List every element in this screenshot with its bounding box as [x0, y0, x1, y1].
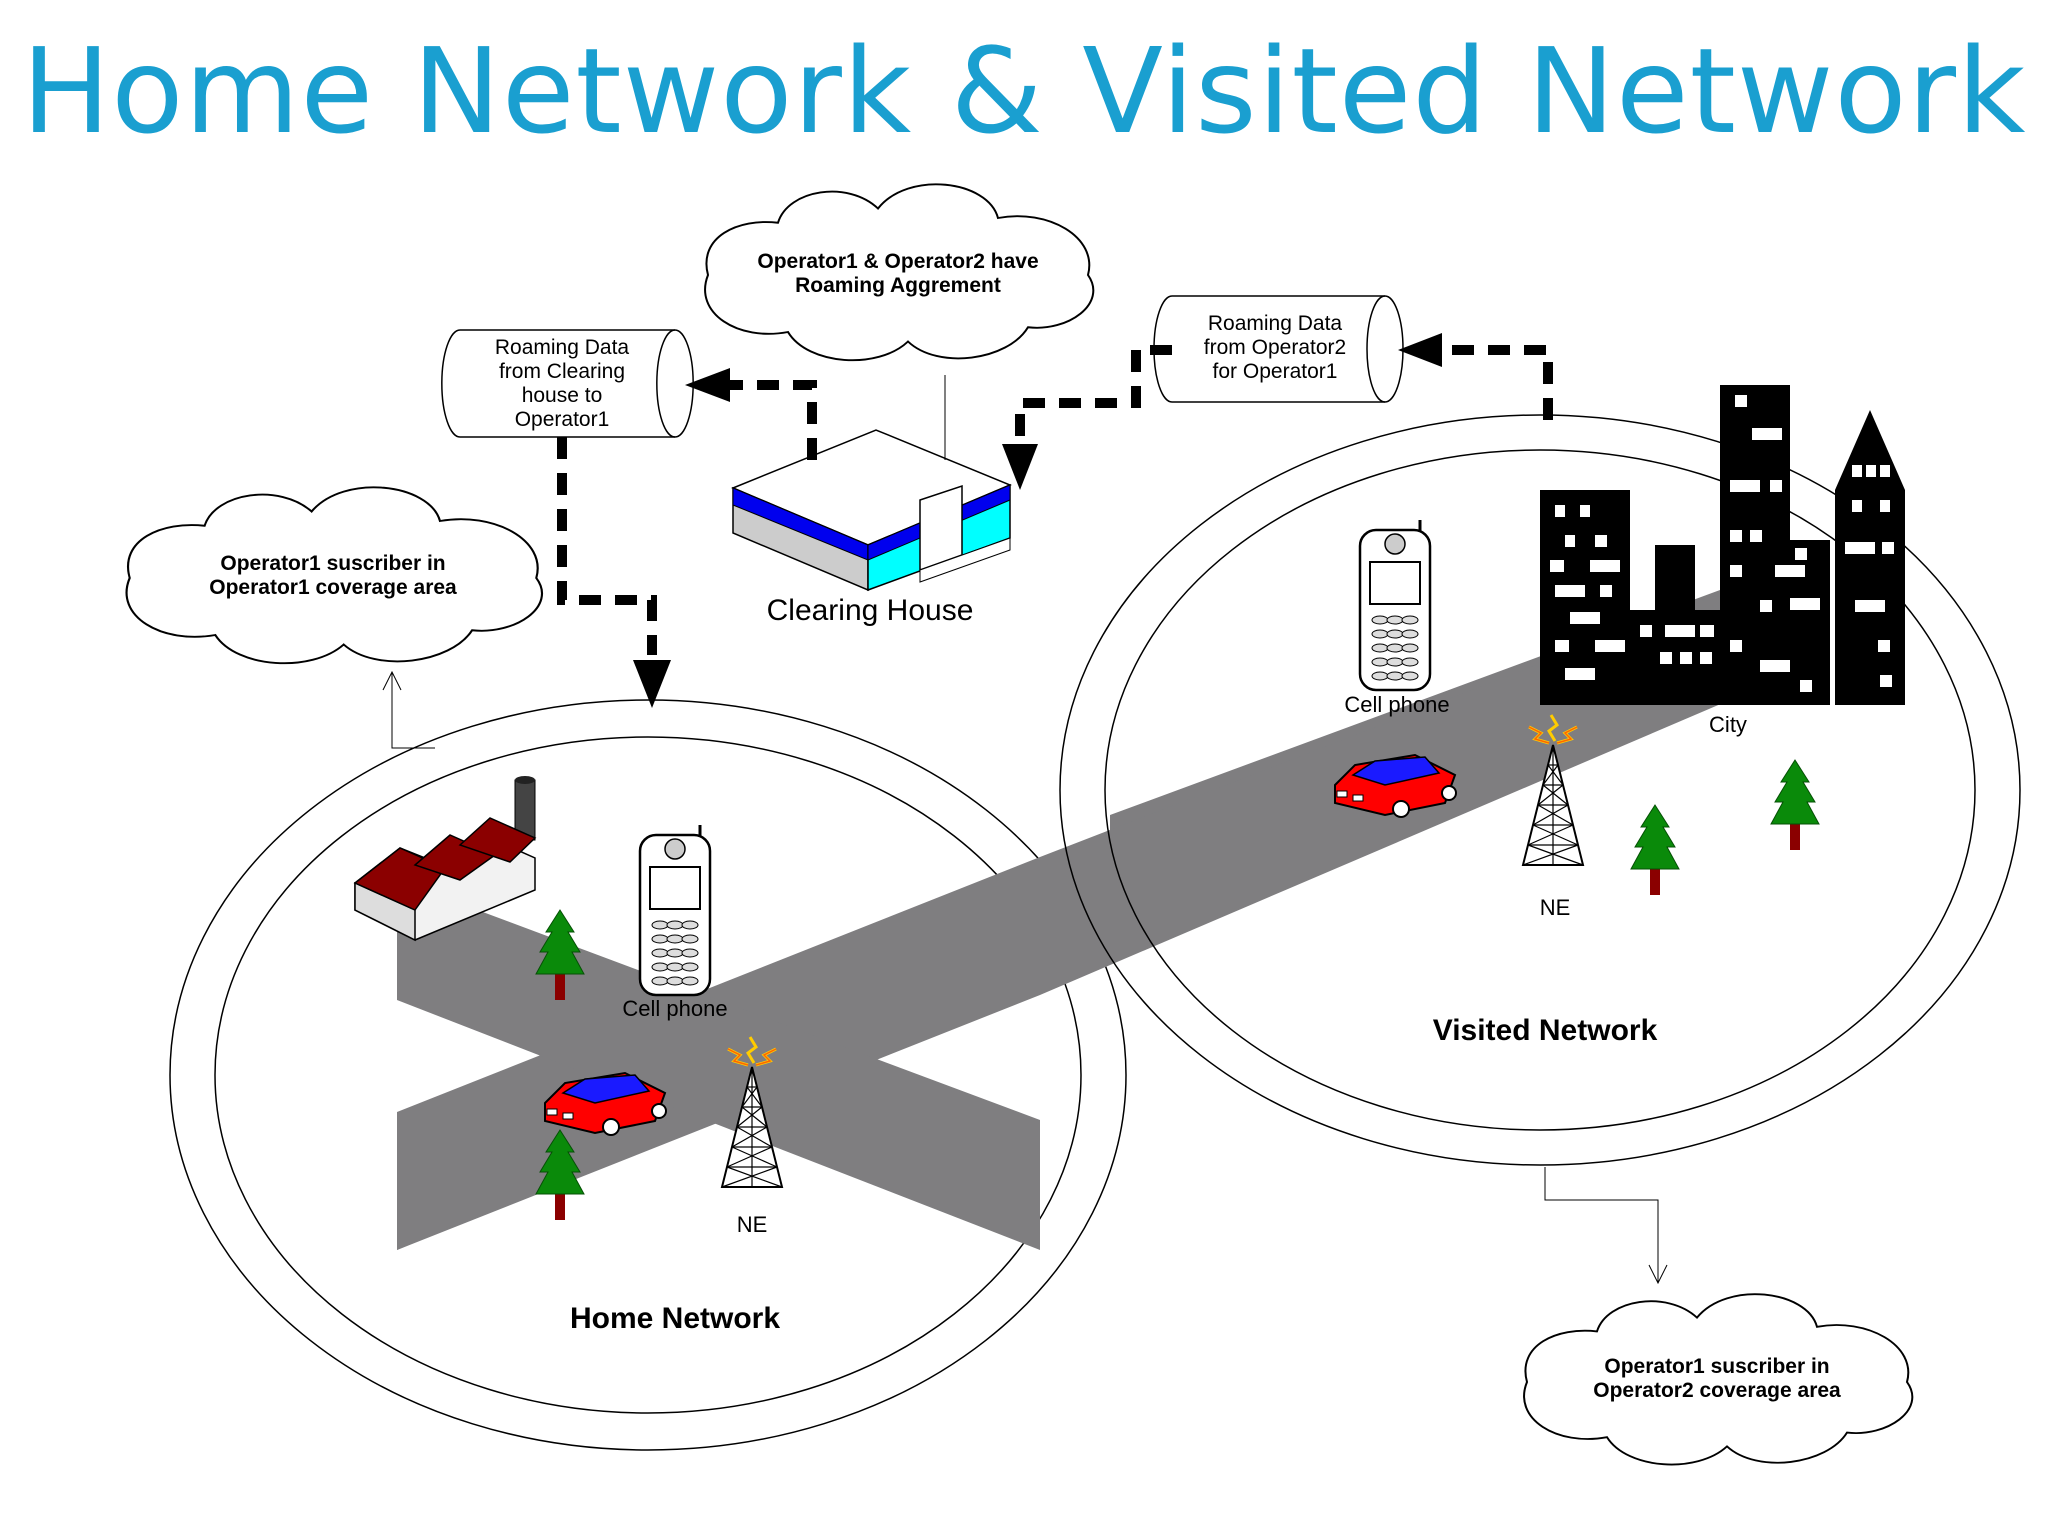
- home-network-outer-ring: [169, 699, 1127, 1451]
- cylinder-left-line3: house to: [522, 384, 603, 407]
- city-label: City: [1709, 712, 1747, 737]
- tree-icon: [1630, 804, 1680, 896]
- cylinder-right-line2: from Operator2: [1204, 336, 1346, 359]
- cylinder-left-line1: Roaming Data: [495, 336, 630, 359]
- connector-visited-to-cloud: [1544, 1167, 1668, 1285]
- page-title: Home Network & Visited Network: [21, 22, 2027, 160]
- factory-icon: [353, 776, 537, 942]
- visited-ne-label: NE: [1540, 895, 1571, 920]
- clearing-house-label: Clearing House: [767, 594, 974, 627]
- dashed-arrow-cylinder-to-home-network: [557, 437, 671, 708]
- home-ne-label: NE: [737, 1212, 768, 1237]
- visited-cell-phone-icon: [1358, 518, 1432, 692]
- tree-icon: [1770, 759, 1820, 851]
- cylinder-right-line1: Roaming Data: [1208, 312, 1343, 335]
- agreement-cloud-line2: Roaming Aggrement: [795, 274, 1001, 297]
- roaming-data-to-operator1-cylinder: [441, 329, 694, 438]
- cylinder-right-line3: for Operator1: [1213, 360, 1338, 383]
- cylinder-left-line4: Operator1: [515, 408, 610, 431]
- home-network-label: Home Network: [570, 1302, 780, 1335]
- agreement-cloud-line1: Operator1 & Operator2 have: [757, 250, 1038, 273]
- clearing-house-building-icon: [731, 375, 1012, 592]
- dashed-arrow-clearing-house-to-cylinder: [685, 368, 817, 460]
- visited-network-inner-ring: [1104, 449, 1976, 1131]
- home-network-inner-ring: [214, 736, 1082, 1414]
- visited-network-label: Visited Network: [1433, 1014, 1658, 1047]
- visited-network-outer-ring: [1059, 414, 2021, 1166]
- dashed-arrow-city-to-cylinder: [1398, 333, 1553, 420]
- visited-subscriber-cloud-line1: Operator1 suscriber in: [1604, 1355, 1829, 1378]
- home-subscriber-cloud-line2: Operator1 coverage area: [209, 576, 457, 599]
- home-subscriber-cloud-line1: Operator1 suscriber in: [220, 552, 445, 575]
- cylinder-left-line2: from Clearing: [499, 360, 625, 383]
- dashed-arrow-cylinder-to-clearing-house: [1002, 345, 1172, 490]
- roaming-data-from-operator2-cylinder: [1153, 295, 1404, 403]
- city-skyline-icon: [1540, 385, 1905, 705]
- visited-cell-phone-label: Cell phone: [1344, 692, 1449, 717]
- visited-subscriber-cloud-line2: Operator2 coverage area: [1593, 1379, 1841, 1402]
- connector-home-to-cloud: [382, 670, 435, 749]
- home-cell-phone-label: Cell phone: [622, 996, 727, 1021]
- home-cell-phone-icon: [638, 823, 712, 997]
